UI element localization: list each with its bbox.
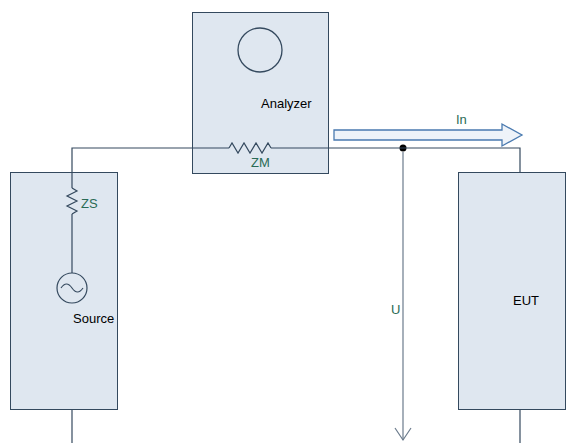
- wire: [71, 410, 72, 443]
- source-box: ZSSource: [10, 172, 118, 410]
- current-arrow: [334, 124, 522, 146]
- box-fill: [192, 12, 329, 174]
- resistor-symbol: [67, 172, 77, 273]
- voltage-arrow: [395, 152, 411, 440]
- meter-symbol: [238, 28, 282, 72]
- wire: [72, 148, 192, 172]
- box-fill: [458, 172, 566, 410]
- source-symbol: [57, 273, 87, 303]
- wire: [519, 410, 520, 443]
- analyzer-box: AnalyzerZM: [192, 12, 329, 174]
- eut-box: EUT: [458, 172, 566, 410]
- resistor-symbol: [192, 143, 329, 153]
- wire: [329, 148, 520, 172]
- box-fill: [10, 172, 118, 410]
